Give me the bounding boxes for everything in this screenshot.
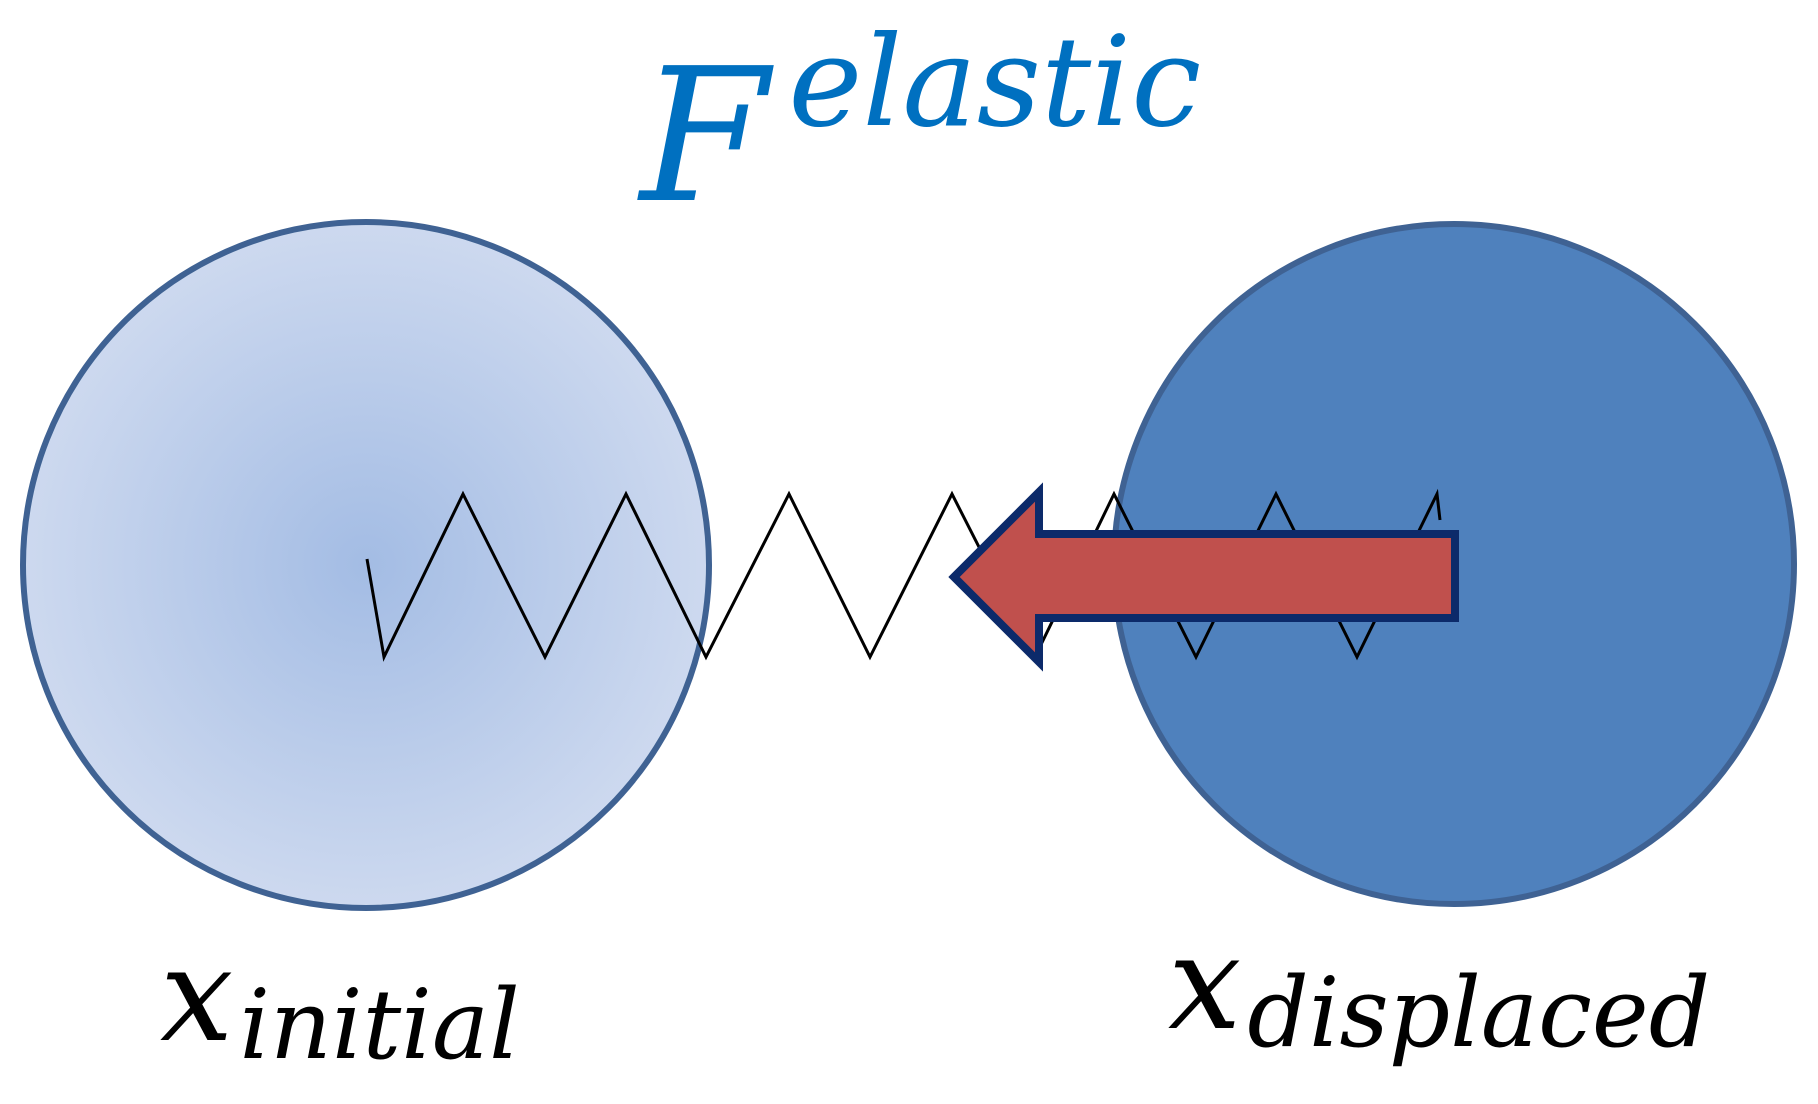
displaced-subscript: displaced [1247,957,1710,1069]
displaced-label: xdisplaced [1168,907,1710,1069]
initial-label: xinitial [160,919,520,1081]
force-superscript: elastic [788,10,1201,155]
initial-subscript: initial [239,969,519,1081]
elastic-force-arrow [948,482,1459,672]
initial-position-circle [20,219,712,911]
initial-x-symbol: x [160,919,233,1071]
displaced-x-symbol: x [1168,907,1241,1059]
force-symbol: F [637,28,774,244]
